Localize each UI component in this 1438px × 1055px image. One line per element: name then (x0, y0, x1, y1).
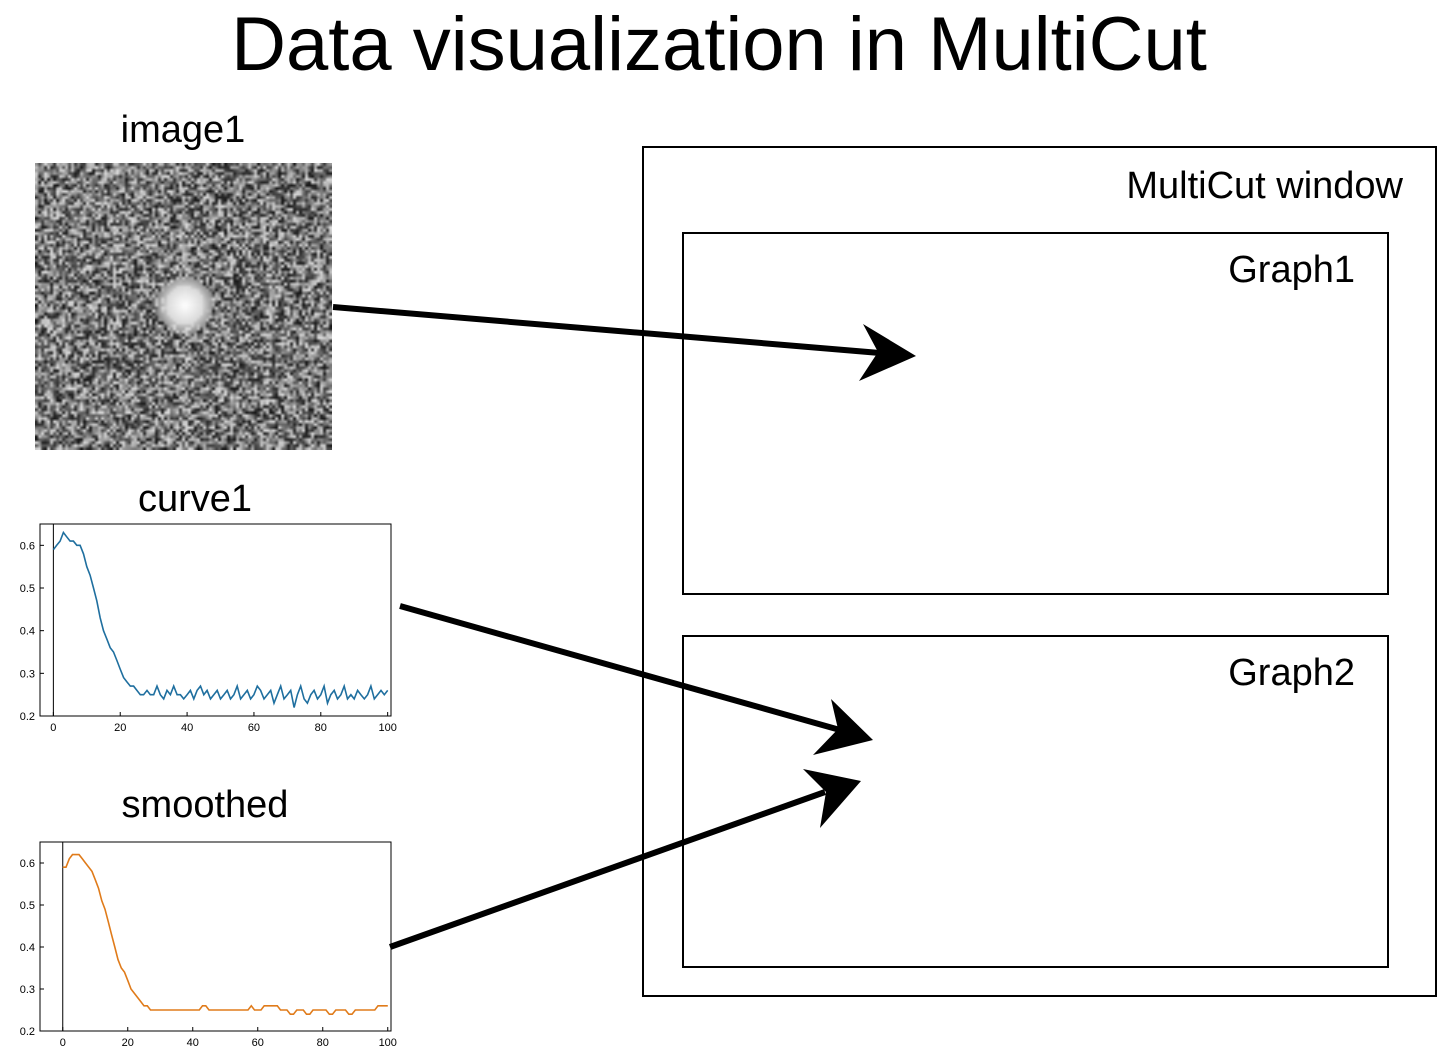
multicut-window-label: MultiCut window (1126, 165, 1403, 207)
x-tick-label: 100 (378, 722, 396, 734)
graph2-box: Graph2 (682, 635, 1389, 968)
x-tick-label: 40 (187, 1037, 199, 1049)
image1-label: image1 (120, 109, 246, 151)
x-tick-label: 0 (60, 1037, 66, 1049)
curve1-plot: 0.2 0.3 0.4 0.5 0.6 0 20 40 60 80 100 (20, 523, 397, 734)
smoothed-label: smoothed (121, 784, 289, 826)
plot-frame (39, 841, 392, 1032)
image1-noise-image (35, 163, 332, 450)
curve1-label: curve1 (137, 478, 253, 520)
y-tick-label: 0.6 (20, 540, 35, 552)
y-tick-label: 0.3 (20, 984, 35, 996)
graph1-box: Graph1 (682, 232, 1389, 595)
x-tick-label: 100 (379, 1037, 397, 1049)
x-tick-label: 60 (252, 1037, 264, 1049)
y-tick-label: 0.4 (20, 626, 35, 638)
x-tick-label: 80 (315, 722, 327, 734)
y-tick-label: 0.5 (20, 583, 35, 595)
series-line (62, 853, 388, 1015)
x-tick-label: 60 (248, 722, 260, 734)
y-tick-label: 0.2 (20, 1026, 35, 1038)
graph1-label: Graph1 (1228, 249, 1355, 291)
graph2-label: Graph2 (1228, 652, 1355, 694)
multicut-window: MultiCut window Graph1 Graph2 (642, 146, 1437, 997)
image1-canvas (35, 163, 332, 450)
y-tick-label: 0.6 (20, 858, 35, 870)
x-tick-label: 20 (114, 722, 126, 734)
y-tick-label: 0.4 (20, 942, 35, 954)
plot-frame (39, 523, 392, 717)
y-tick-label: 0.5 (20, 900, 35, 912)
x-tick-label: 40 (181, 722, 193, 734)
smoothed-plot: 0.2 0.3 0.4 0.5 0.6 0 20 40 60 80 100 (20, 841, 397, 1049)
y-tick-label: 0.3 (20, 668, 35, 680)
y-tick-label: 0.2 (20, 711, 35, 723)
page-title: Data visualization in MultiCut (231, 2, 1207, 87)
x-tick-label: 0 (50, 722, 56, 734)
x-tick-label: 20 (122, 1037, 134, 1049)
x-tick-label: 80 (317, 1037, 329, 1049)
series-line (52, 530, 389, 708)
